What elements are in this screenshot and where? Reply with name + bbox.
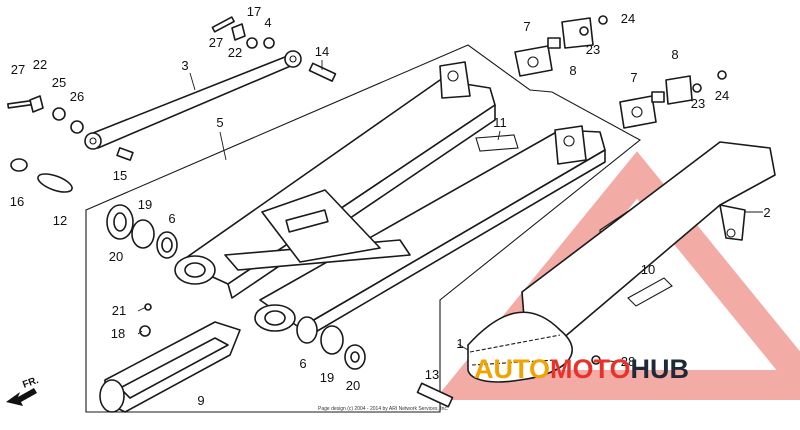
decal-11 — [475, 134, 519, 152]
callout-c-20b: 20 — [346, 378, 360, 393]
callout-c-14: 14 — [315, 44, 329, 59]
callout-c-22a: 22 — [228, 45, 242, 60]
callout-c-28: 28 — [621, 354, 635, 369]
callout-c-1: 1 — [456, 336, 463, 351]
direction-label: FR. — [21, 375, 40, 391]
callout-c-12: 12 — [53, 213, 67, 228]
watermark-moto: MOTO — [550, 354, 631, 384]
callout-c-4: 4 — [264, 15, 271, 30]
callout-c-13: 13 — [425, 367, 439, 382]
swingarm — [174, 61, 606, 341]
chain-adjuster-upper — [514, 17, 594, 77]
callout-c-16: 16 — [10, 194, 24, 209]
callout-c-19a: 19 — [138, 197, 152, 212]
callout-c-6b: 6 — [299, 356, 306, 371]
watermark-auto: AUTO — [474, 354, 550, 384]
callout-c-24b: 24 — [715, 88, 729, 103]
chain-slider — [99, 321, 241, 413]
copyright-text: Page design (c) 2004 - 2014 by ARI Netwo… — [318, 406, 448, 412]
callout-c-3: 3 — [181, 58, 188, 73]
callout-c-7b: 7 — [630, 70, 637, 85]
callout-c-6a: 6 — [168, 211, 175, 226]
decal-10 — [627, 277, 673, 307]
callout-c-23b: 23 — [691, 96, 705, 111]
swingarm-panel-outline — [85, 44, 641, 413]
callout-c-7a: 7 — [523, 19, 530, 34]
leader-lines — [137, 60, 763, 363]
torque-link — [84, 50, 302, 150]
callout-c-9: 9 — [197, 393, 204, 408]
callout-c-27a: 27 — [209, 35, 223, 50]
callout-c-21: 21 — [112, 303, 126, 318]
callout-c-10: 10 — [641, 262, 655, 277]
callout-c-15: 15 — [113, 168, 127, 183]
callout-c-24a: 24 — [621, 11, 635, 26]
callout-c-26: 26 — [70, 89, 84, 104]
callout-c-25: 25 — [52, 75, 66, 90]
callout-c-23a: 23 — [586, 42, 600, 57]
callout-c-2: 2 — [763, 205, 770, 220]
callout-c-27b: 27 — [11, 62, 25, 77]
callout-c-18: 18 — [111, 326, 125, 341]
callout-c-20a: 20 — [109, 249, 123, 264]
callout-c-19b: 19 — [320, 370, 334, 385]
callout-c-5: 5 — [216, 115, 223, 130]
front-direction-arrow — [6, 388, 37, 406]
watermark-hub: HUB — [631, 354, 690, 384]
callout-c-22b: 22 — [33, 57, 47, 72]
drive-chain — [467, 311, 573, 383]
hardware — [7, 15, 727, 408]
callout-c-11: 11 — [493, 115, 507, 130]
chain-adjuster-lower — [619, 75, 693, 129]
callout-c-8b: 8 — [671, 47, 678, 62]
callout-c-17: 17 — [247, 4, 261, 19]
watermark-text: AUTOMOTOHUB — [474, 354, 689, 384]
callout-c-8a: 8 — [569, 63, 576, 78]
